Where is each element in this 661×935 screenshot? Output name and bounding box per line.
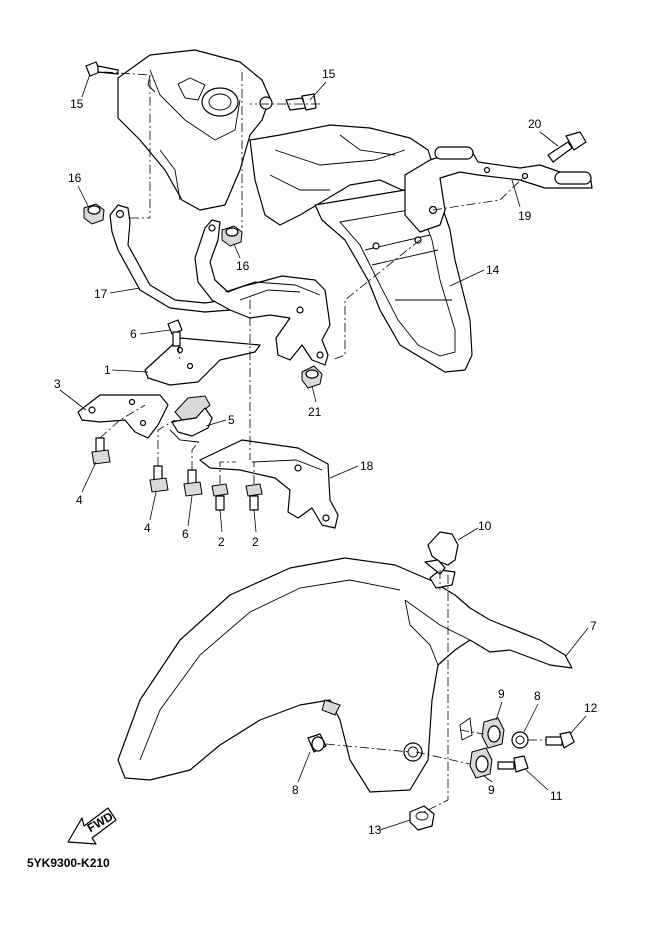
callout-2-a: 2: [218, 535, 225, 549]
callout-6-top: 6: [130, 327, 137, 341]
callout-15-left: 15: [70, 97, 84, 111]
front-fender-7: [117, 557, 573, 793]
bolt-15-right: [285, 93, 317, 111]
nut-13: [409, 805, 435, 831]
bolt-6-top: [167, 319, 183, 347]
callout-3: 3: [54, 377, 61, 391]
callout-12: 12: [584, 701, 598, 715]
callout-13: 13: [368, 823, 382, 837]
callout-16-left: 16: [68, 171, 82, 185]
callout-18: 18: [360, 459, 374, 473]
grommet-9-upper: [481, 717, 505, 749]
bolt-2-b: [245, 483, 263, 511]
nut-21: [301, 365, 323, 389]
plate-1: [144, 337, 261, 386]
clip-10: [424, 531, 459, 575]
callout-2-b: 2: [252, 535, 259, 549]
collar-8-left: [307, 733, 327, 753]
rear-cowl: [117, 49, 436, 226]
bolt-2-a: [211, 483, 229, 511]
grommet-9-lower: [469, 747, 493, 779]
bolt-6-low: [183, 469, 203, 497]
callout-14: 14: [486, 263, 500, 277]
fwd-arrow-icon: FWD: [67, 807, 117, 845]
catalog-code: 5YK9300-K210: [27, 856, 110, 870]
callout-4-mid: 4: [144, 521, 151, 535]
bolt-15-left: [85, 61, 119, 77]
callout-6-low: 6: [182, 527, 189, 541]
callout-7: 7: [590, 619, 597, 633]
screw-11: [497, 755, 529, 773]
damper-5: [169, 395, 213, 443]
nut-16-right: [221, 225, 243, 247]
bolt-4-mid: [149, 465, 169, 493]
callout-10: 10: [478, 519, 492, 533]
collar-8-right: [511, 731, 529, 749]
bolt-12: [545, 731, 575, 749]
callout-9-upper: 9: [498, 687, 505, 701]
callout-11: 11: [550, 789, 563, 803]
callout-8-right: 8: [534, 689, 541, 703]
plate-3: [77, 394, 169, 439]
callout-1: 1: [104, 363, 111, 377]
callout-8-left: 8: [292, 783, 299, 797]
rear-fender-14: [314, 189, 473, 373]
leader-lines: [59, 73, 589, 831]
license-bracket-19: [404, 146, 593, 233]
callout-19: 19: [518, 209, 532, 223]
alignment-lines: [99, 71, 546, 813]
callout-4-left: 4: [76, 493, 83, 507]
callout-numbers: 15 15 16 16 17 20 19 14 6 1 3 5 21 18 4 …: [54, 67, 598, 837]
bracket-17: [109, 204, 331, 366]
bolt-20: [547, 131, 587, 163]
callout-16-right: 16: [236, 259, 250, 273]
nut-16-left: [83, 203, 105, 225]
callout-20: 20: [528, 117, 542, 131]
callout-17: 17: [94, 287, 108, 301]
bolt-4-left: [91, 437, 111, 465]
callout-21: 21: [308, 405, 322, 419]
callout-15-right: 15: [322, 67, 336, 81]
callout-9-lower: 9: [488, 783, 495, 797]
callout-5: 5: [228, 413, 235, 427]
